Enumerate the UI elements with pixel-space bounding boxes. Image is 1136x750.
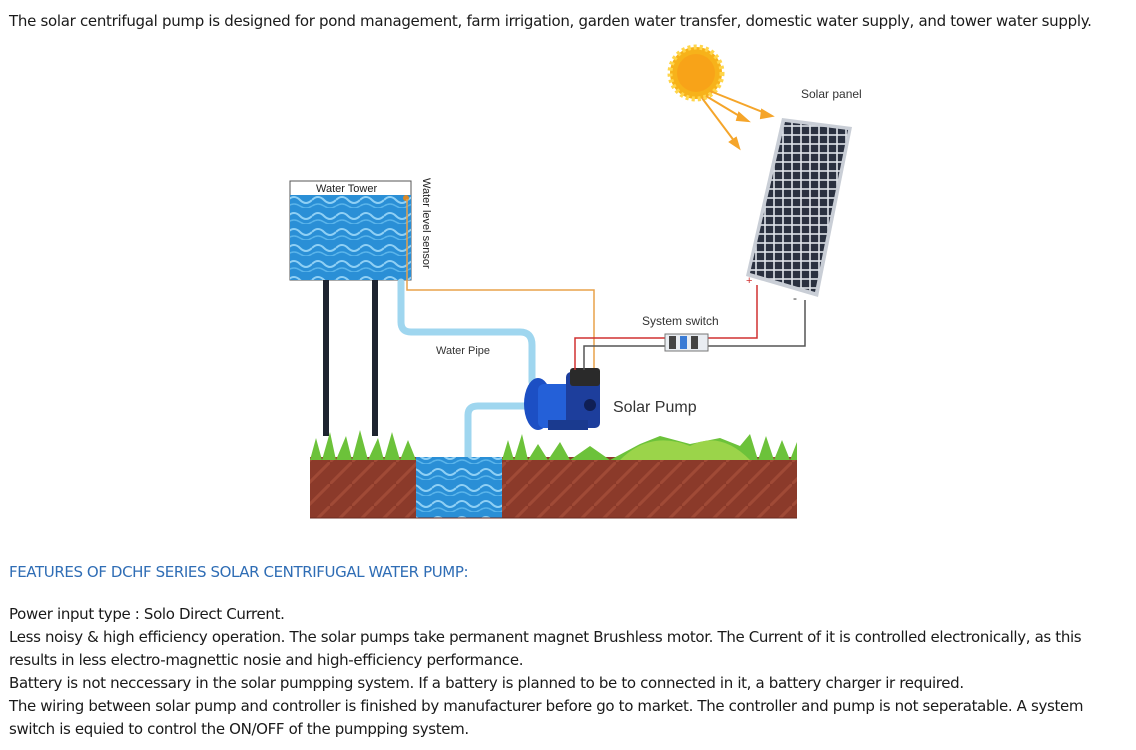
solar-pump [524, 368, 600, 430]
power-wires [574, 285, 806, 370]
feature-line: The wiring between solar pump and contro… [9, 697, 1084, 738]
water-tower-label: Water Tower [316, 183, 377, 195]
feature-line: Less noisy & high efficiency operation. … [9, 628, 1082, 669]
solar-panel [746, 118, 852, 297]
feature-line: Power input type : Solo Direct Current. [9, 605, 285, 623]
solar-pump-diagram: Solar panel Water Tower Water level sens… [0, 40, 1136, 530]
minus-sign: - [793, 291, 797, 305]
sun-ray-arrows [701, 90, 775, 151]
features-list: Power input type : Solo Direct Current. … [9, 603, 1131, 741]
system-switch [664, 333, 709, 352]
system-switch-label: System switch [642, 314, 719, 328]
solar-panel-label: Solar panel [801, 87, 862, 101]
features-heading: FEATURES OF DCHF SERIES SOLAR CENTRIFUGA… [9, 563, 469, 581]
intro-text: The solar centrifugal pump is designed f… [9, 12, 1092, 30]
grass [310, 430, 797, 460]
water-level-sensor-label: Water level sensor [420, 178, 432, 269]
sun-icon [667, 44, 725, 102]
water-tower [289, 180, 412, 436]
plus-sign: + [746, 275, 752, 287]
sensor-wire [406, 199, 595, 372]
solar-pump-label: Solar Pump [613, 399, 697, 416]
feature-line: Battery is not neccessary in the solar p… [9, 674, 964, 692]
water-pipe [397, 278, 536, 499]
water-pipe-label: Water Pipe [436, 345, 490, 357]
ground [310, 457, 797, 519]
